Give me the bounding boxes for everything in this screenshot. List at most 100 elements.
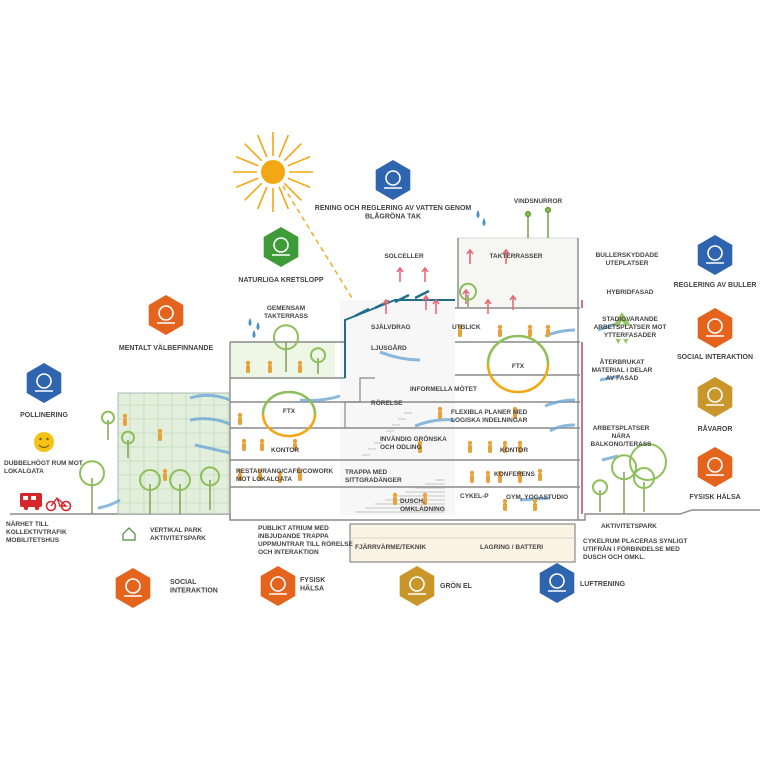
smiley-icon — [34, 432, 54, 452]
car-tree-icon — [539, 563, 575, 603]
blue-roof-profile — [344, 299, 455, 378]
svg-text:NÄRA: NÄRA — [612, 432, 631, 440]
bus-bike-icon — [20, 493, 72, 512]
svg-text:FYSISK HÄLSA: FYSISK HÄLSA — [689, 493, 740, 501]
label-ftx_right: FTX — [512, 363, 525, 370]
svg-text:DUSCH OCH OMKL.: DUSCH OCH OMKL. — [583, 554, 645, 561]
label-gym: GYM, YOGASTUDIO — [506, 494, 568, 501]
people-figures — [122, 324, 551, 511]
svg-text:RÖRELSE: RÖRELSE — [371, 398, 403, 407]
svg-text:CYKEL-P: CYKEL-P — [460, 493, 489, 500]
svg-text:MATERIAL I DELAR: MATERIAL I DELAR — [592, 367, 653, 374]
badge-label-buller: REGLERING AV BULLER — [674, 282, 757, 289]
recycle-icon — [611, 312, 633, 344]
atrium-stair — [355, 412, 445, 513]
svg-text:OCH INTERAKTION: OCH INTERAKTION — [258, 549, 319, 556]
svg-text:UTBLICK: UTBLICK — [452, 324, 481, 331]
svg-text:INTERAKTION: INTERAKTION — [170, 588, 218, 595]
plug-leaf-icon — [399, 566, 435, 606]
svg-text:OMKLÄDNING: OMKLÄDNING — [400, 505, 445, 513]
svg-text:KONTOR: KONTOR — [500, 447, 528, 454]
sun-icon — [233, 132, 313, 212]
badge-label-mentalt: MENTALT VÄLBEFINNANDE — [119, 344, 214, 352]
svg-text:RÅVAROR: RÅVAROR — [698, 424, 733, 433]
svg-text:AKTIVITETSPARK: AKTIVITETSPARK — [601, 523, 657, 530]
ftx-ring-right — [486, 334, 550, 394]
basement — [349, 523, 576, 563]
svg-text:LJUSGÅRD: LJUSGÅRD — [371, 343, 407, 352]
flower-bee-icon — [26, 363, 62, 403]
svg-text:POLLINERING: POLLINERING — [20, 412, 68, 419]
label-sjalvdrag: SJÄLVDRAG — [371, 323, 411, 331]
svg-text:SOLCELLER: SOLCELLER — [384, 253, 424, 260]
water-drops — [248, 210, 486, 338]
svg-text:STADIGVARANDE: STADIGVARANDE — [602, 316, 658, 323]
svg-text:MENTALT VÄLBEFINNANDE: MENTALT VÄLBEFINNANDE — [119, 344, 214, 352]
label-rorelse: RÖRELSE — [371, 398, 403, 407]
vertical-park-glass — [117, 392, 231, 515]
label-cykel_p: CYKEL-P — [460, 493, 489, 500]
label-solceller: SOLCELLER — [384, 253, 424, 260]
label-konferens: KONFERENS — [494, 471, 535, 478]
label-lagring: LAGRING / BATTERI — [480, 544, 543, 551]
svg-text:KOLLEKTIVTRAFIK: KOLLEKTIVTRAFIK — [6, 529, 67, 536]
svg-text:AKTIVITETSPARK: AKTIVITETSPARK — [150, 535, 206, 542]
svg-text:DUSCH,: DUSCH, — [400, 498, 425, 505]
svg-text:CYKELRUM PLACERAS SYNLIGT: CYKELRUM PLACERAS SYNLIGT — [583, 538, 687, 545]
svg-text:BULLERSKYDDADE: BULLERSKYDDADE — [596, 252, 660, 259]
ecosystem-badges: RENING OCH REGLERING AV VATTEN GENOMBLÅG… — [20, 160, 756, 608]
badge-label-ravaror: RÅVAROR — [698, 424, 733, 433]
svg-text:TAKTERRASSER: TAKTERRASSER — [490, 253, 543, 260]
house-icon — [122, 527, 136, 541]
tree-bench-icon — [697, 308, 733, 348]
svg-text:HÄLSA: HÄLSA — [300, 585, 324, 593]
svg-text:FLEXIBLA PLANER MED: FLEXIBLA PLANER MED — [451, 409, 528, 416]
label-dusch: DUSCH,OMKLÄDNING — [400, 498, 445, 513]
svg-text:HYBRIDFASAD: HYBRIDFASAD — [607, 289, 654, 296]
water-waves-icon — [375, 160, 411, 200]
family-icon — [260, 566, 296, 606]
label-vindsnurror: VINDSNURROR — [514, 198, 563, 205]
label-kontor_left: KONTOR — [271, 447, 299, 454]
trees — [79, 282, 667, 514]
svg-text:VERTIKAL PARK: VERTIKAL PARK — [150, 527, 202, 534]
label-kontor_right: KONTOR — [500, 447, 528, 454]
svg-text:AV FASAD: AV FASAD — [606, 375, 639, 382]
car-sound-icon — [697, 235, 733, 275]
svg-text:RESTAURANG/CAFÉ/COWORK: RESTAURANG/CAFÉ/COWORK — [236, 466, 333, 475]
svg-text:MOBILITETSHUS: MOBILITETSHUS — [6, 537, 60, 544]
svg-text:INFORMELLA MÖTET: INFORMELLA MÖTET — [410, 384, 477, 393]
wind-turbine-icon — [524, 206, 552, 238]
svg-text:UTIFRÅN I FÖRBINDELSE MED: UTIFRÅN I FÖRBINDELSE MED — [583, 544, 680, 553]
badge-label-fysisk_right: FYSISK HÄLSA — [689, 493, 740, 501]
svg-text:MOT LOKALGATA: MOT LOKALGATA — [236, 476, 292, 483]
svg-text:BLÅGRÖNA TAK: BLÅGRÖNA TAK — [365, 212, 421, 221]
recycle-cloud-icon — [263, 227, 299, 267]
svg-text:SITTGRADÄNGER: SITTGRADÄNGER — [345, 476, 402, 484]
svg-text:RENING OCH REGLERING AV VATTEN: RENING OCH REGLERING AV VATTEN GENOM — [315, 205, 472, 212]
runner-tree-icon — [697, 447, 733, 487]
badge-label-naturliga: NATURLIGA KRETSLOPP — [238, 277, 323, 284]
svg-text:TAKTERRASS: TAKTERRASS — [264, 313, 309, 320]
svg-text:ARBETSPLATSER MOT: ARBETSPLATSER MOT — [594, 324, 667, 331]
svg-text:LAGRING / BATTERI: LAGRING / BATTERI — [480, 544, 543, 551]
svg-text:FYSISK: FYSISK — [300, 577, 325, 584]
svg-text:YTTERFASADER: YTTERFASADER — [604, 332, 657, 339]
heat-exhaust-arrows — [382, 248, 517, 314]
svg-text:NATURLIGA KRETSLOPP: NATURLIGA KRETSLOPP — [238, 277, 323, 284]
svg-text:UPPMUNTRAR TILL RÖRELSE: UPPMUNTRAR TILL RÖRELSE — [258, 539, 354, 548]
svg-text:REGLERING AV BULLER: REGLERING AV BULLER — [674, 282, 757, 289]
